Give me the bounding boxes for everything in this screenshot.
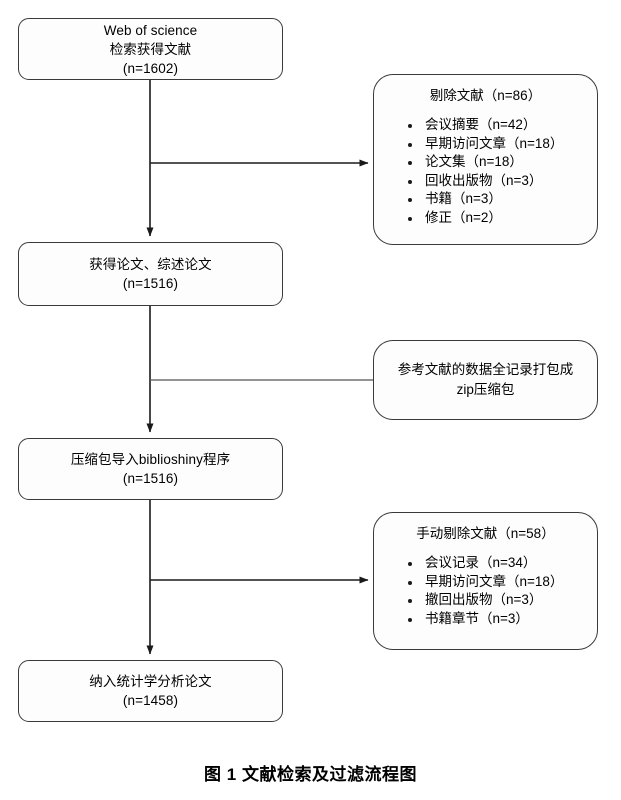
node-search-results-line-2: 检索获得文献 (109, 41, 192, 57)
node-search-results: Web of science 检索获得文献 (n=1602) (18, 18, 283, 80)
node-articles-reviews-line-2: (n=1516) (122, 276, 179, 291)
list-item: 书籍章节（n=3） (408, 610, 597, 629)
node-included-analysis-line-1: 纳入统计学分析论文 (89, 674, 212, 689)
node-zip-package-line-2: zip压缩包 (456, 382, 515, 397)
node-excluded-manual-list: 会议记录（n=34） 早期访问文章（n=18） 撤回出版物（n=3） 书籍章节（… (408, 554, 597, 628)
list-item: 书籍（n=3） (408, 190, 597, 209)
list-item: 撤回出版物（n=3） (408, 591, 597, 610)
list-item: 回收出版物（n=3） (408, 172, 597, 191)
node-excluded-manual-title: 手动剔除文献（n=58） (416, 526, 555, 541)
node-articles-reviews: 获得论文、综述论文 (n=1516) (18, 242, 283, 306)
node-zip-package-line-1: 参考文献的数据全记录打包成 (397, 362, 574, 377)
list-item: 早期访问文章（n=18） (408, 573, 597, 592)
node-articles-reviews-line-1: 获得论文、综述论文 (89, 257, 212, 272)
node-excluded-auto-title: 剔除文献（n=86） (429, 88, 542, 103)
list-item: 会议记录（n=34） (408, 554, 597, 573)
list-item: 会议摘要（n=42） (408, 116, 597, 135)
node-biblioshiny-import-line-2: (n=1516) (122, 471, 179, 486)
node-excluded-auto-list: 会议摘要（n=42） 早期访问文章（n=18） 论文集（n=18） 回收出版物（… (408, 116, 597, 227)
node-included-analysis-line-2: (n=1458) (122, 693, 179, 708)
figure-caption: 图 1 文献检索及过滤流程图 (204, 765, 417, 784)
list-item: 论文集（n=18） (408, 153, 597, 172)
node-zip-package: 参考文献的数据全记录打包成 zip压缩包 (373, 340, 598, 420)
node-search-results-line-1: Web of science (103, 22, 198, 38)
list-item: 早期访问文章（n=18） (408, 135, 597, 154)
node-excluded-manual: 手动剔除文献（n=58） 会议记录（n=34） 早期访问文章（n=18） 撤回出… (373, 512, 598, 650)
node-included-analysis: 纳入统计学分析论文 (n=1458) (18, 660, 283, 722)
node-excluded-auto: 剔除文献（n=86） 会议摘要（n=42） 早期访问文章（n=18） 论文集（n… (373, 74, 598, 245)
node-biblioshiny-import-line-1: 压缩包导入biblioshiny程序 (70, 452, 231, 467)
node-search-results-line-3: (n=1602) (122, 60, 179, 76)
node-biblioshiny-import: 压缩包导入biblioshiny程序 (n=1516) (18, 438, 283, 500)
list-item: 修正（n=2） (408, 209, 597, 228)
